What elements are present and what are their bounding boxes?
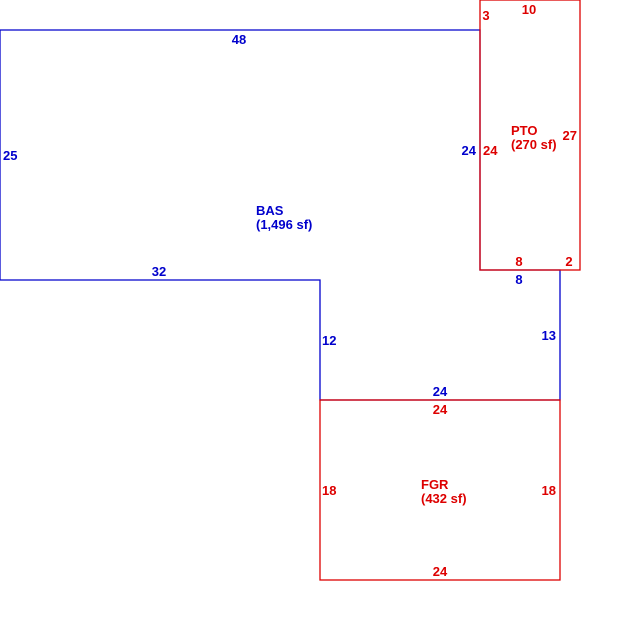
pto-dim-top: 10 bbox=[522, 2, 536, 17]
pto-area-label: (270 sf) bbox=[511, 137, 557, 152]
pto-outline bbox=[479, 0, 581, 271]
bas-dim-notch: 8 bbox=[515, 272, 522, 287]
fgr-code-label: FGR bbox=[421, 477, 449, 492]
pto-dim-left: 24 bbox=[483, 143, 498, 158]
bas-dim-left: 25 bbox=[3, 148, 17, 163]
fgr-area-label: (432 sf) bbox=[421, 491, 467, 506]
fgr-dim-left: 18 bbox=[322, 483, 336, 498]
pto-dim-right: 27 bbox=[563, 128, 577, 143]
bas-dim-bottom-left: 32 bbox=[152, 264, 166, 279]
bas-dim-top: 48 bbox=[232, 32, 246, 47]
pto-dim-top-left-offset: 3 bbox=[482, 8, 489, 23]
bas-dim-right-lower: 13 bbox=[542, 328, 556, 343]
fgr-dim-top: 24 bbox=[433, 402, 448, 417]
pto-code-label: PTO bbox=[511, 123, 538, 138]
bas-dim-right-upper: 24 bbox=[462, 143, 477, 158]
bas-dim-step-down: 12 bbox=[322, 333, 336, 348]
fgr-dim-bottom: 24 bbox=[433, 564, 448, 579]
fgr-outline bbox=[319, 399, 561, 581]
bas-code-label: BAS bbox=[256, 203, 284, 218]
bas-area-label: (1,496 sf) bbox=[256, 217, 312, 232]
pto-dim-bottom: 8 bbox=[515, 254, 522, 269]
bas-dim-bottom: 24 bbox=[433, 384, 448, 399]
fgr-dim-right: 18 bbox=[542, 483, 556, 498]
pto-dim-bottom-right: 2 bbox=[565, 254, 572, 269]
